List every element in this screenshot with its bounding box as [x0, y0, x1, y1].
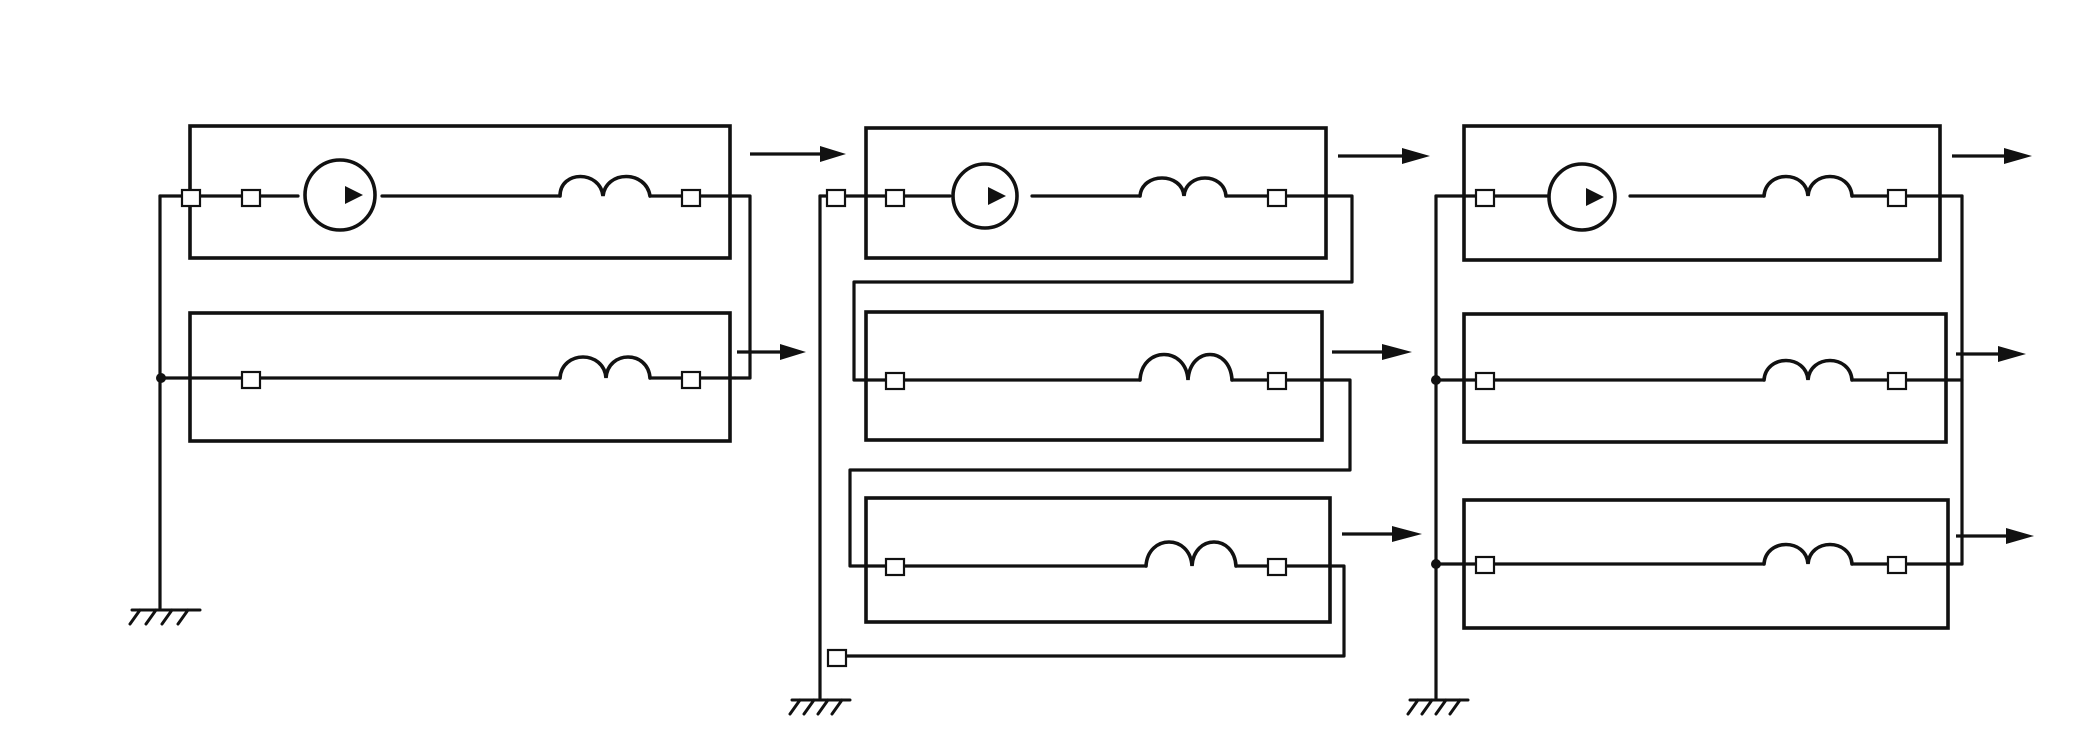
- arrow-right-icon: [737, 344, 806, 360]
- panel-b-unit-2-enclosure: [864, 310, 1324, 442]
- source-icon: [951, 162, 1019, 230]
- panel-a-unit-1-wire: [158, 194, 752, 380]
- panel-c-unit-2-enclosure: [1462, 312, 1948, 444]
- terminal: [240, 370, 262, 390]
- terminal: [826, 648, 848, 668]
- panel-b-unit-3-wire: [838, 564, 1346, 658]
- terminal: [884, 188, 906, 208]
- terminal: [680, 370, 702, 390]
- inductor-icon: [1762, 542, 1854, 566]
- arrow-right-icon: [1956, 528, 2034, 544]
- arrow-right-icon: [1338, 148, 1430, 164]
- panel-b-unit-2-wire: [848, 378, 1352, 568]
- inductor-icon: [558, 355, 652, 380]
- panel-c: [1406, 124, 2034, 716]
- terminal: [884, 557, 906, 577]
- terminal: [1266, 557, 1288, 577]
- panel-b-unit-1-wire: [818, 194, 1354, 382]
- arrow-right-icon: [1342, 526, 1422, 542]
- terminal: [1266, 371, 1288, 391]
- inductor-icon: [558, 174, 652, 198]
- terminal: [1474, 555, 1496, 575]
- panel-c-unit-1-enclosure: [1462, 124, 1942, 262]
- inductor-icon: [1138, 176, 1228, 198]
- source-icon: [303, 158, 377, 232]
- ground-icon: [128, 608, 202, 626]
- panel-b: [788, 126, 1430, 716]
- ground-icon: [1406, 698, 1470, 716]
- terminal: [1886, 188, 1908, 208]
- terminal: [1886, 555, 1908, 575]
- inductor-icon: [1762, 174, 1854, 198]
- arrow-right-icon: [1952, 148, 2032, 164]
- terminal: [884, 371, 906, 391]
- terminal: [1474, 188, 1496, 208]
- terminal: [680, 188, 702, 208]
- terminal: [240, 188, 262, 208]
- source-icon: [1547, 162, 1617, 232]
- terminal: [180, 188, 202, 208]
- inductor-icon: [1138, 352, 1234, 382]
- terminal: [825, 188, 847, 208]
- arrow-right-icon: [750, 146, 846, 162]
- terminal: [1886, 371, 1908, 391]
- arrow-right-icon: [1956, 346, 2026, 362]
- inductor-icon: [1144, 540, 1238, 568]
- panel-a: [128, 124, 846, 626]
- panel-b-unit-1-enclosure: [864, 126, 1328, 260]
- terminal: [1266, 188, 1288, 208]
- arrow-right-icon: [1332, 344, 1412, 360]
- terminal: [1474, 371, 1496, 391]
- ground-icon: [788, 698, 852, 716]
- panel-b-unit-3-enclosure: [864, 496, 1332, 624]
- inductor-icon: [1762, 358, 1854, 382]
